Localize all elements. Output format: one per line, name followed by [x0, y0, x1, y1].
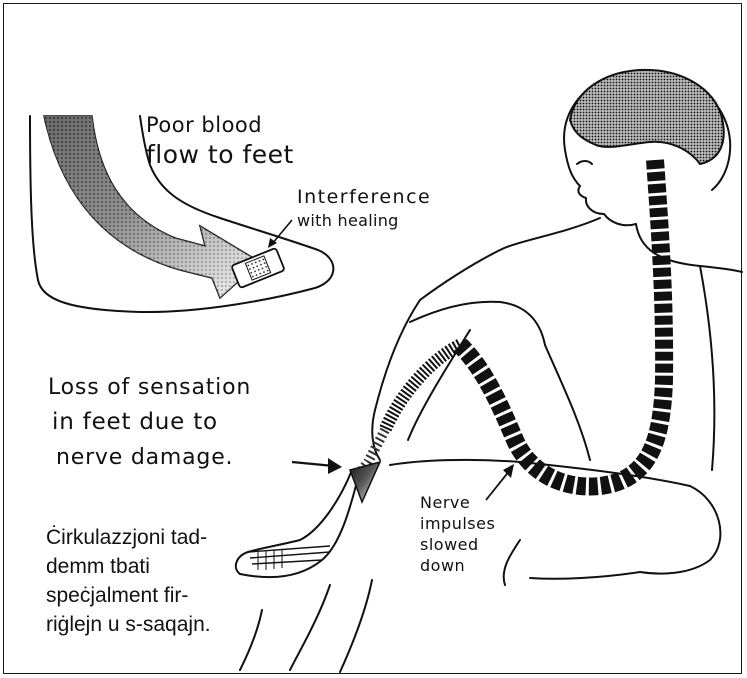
poor-blood-line2: flow to feet [146, 140, 294, 170]
loss-of-sensation-label: Loss of sensation in feet due to nerve d… [48, 370, 251, 475]
healing-line1: Interference [297, 186, 431, 209]
loss-line2: in feet due to [48, 405, 251, 440]
nerve-line3: slowed [420, 534, 495, 555]
nerve-line2: impulses [420, 513, 495, 534]
poor-blood-flow-label: Poor blood flow to feet [146, 110, 294, 170]
caption-line2: demm tbati [46, 552, 211, 581]
brain-icon [570, 70, 724, 164]
nerve-line4: down [420, 555, 495, 576]
caption: Ċirkulazzjoni tad- demm tbati speċjalmen… [46, 523, 211, 639]
loss-of-sensation-pointer [292, 462, 334, 466]
loss-line3: nerve damage. [48, 440, 251, 475]
poor-blood-line1: Poor blood [146, 110, 294, 140]
nerve-impulse-label: Nerve impulses slowed down [420, 492, 495, 576]
nerve-line1: Nerve [420, 492, 495, 513]
healing-label: Interference with healing [297, 186, 431, 232]
leg-nerve [362, 345, 460, 470]
nerve-tip-arrow [350, 462, 380, 502]
caption-line3: speċjalment fir- [46, 581, 211, 610]
healing-line2: with healing [297, 209, 431, 232]
loss-line1: Loss of sensation [48, 370, 251, 405]
spinal-cord [460, 160, 664, 487]
caption-line4: riġlejn u s-saqajn. [46, 610, 211, 639]
caption-line1: Ċirkulazzjoni tad- [46, 523, 211, 552]
